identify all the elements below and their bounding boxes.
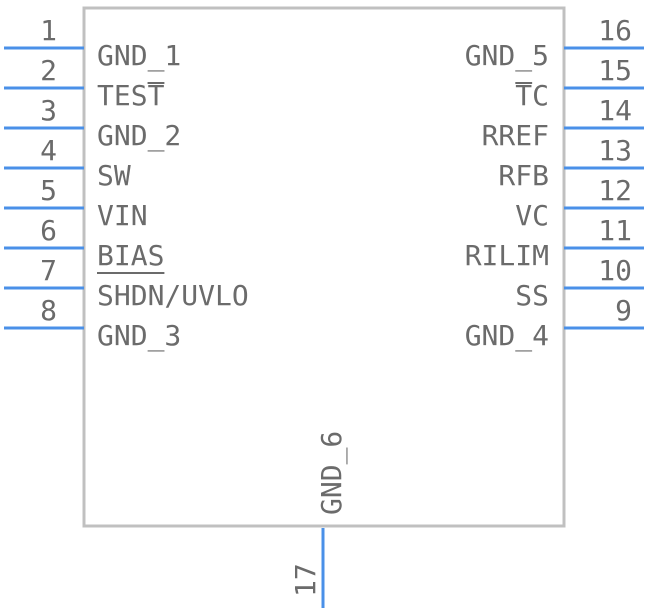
pin-15-name: TC [515,79,549,112]
pin-14-number: 14 [598,94,632,127]
pin-12-name: VC [515,199,549,232]
pin-3-number: 3 [40,94,57,127]
pin-2-name: TEST [97,79,165,112]
pin-4-number: 4 [40,134,57,167]
pin-17-number: 17 [289,563,322,597]
pin-8-name: GND_3 [97,319,181,353]
pin-10-number: 10 [598,254,632,287]
pin-5-number: 5 [40,174,57,207]
pin-9-name: GND_4 [465,319,549,353]
pin-9-number: 9 [615,294,632,327]
pin-2-number: 2 [40,54,57,87]
pin-4-name: SW [97,159,131,192]
pin-1-number: 1 [40,14,57,47]
pin-11-name: RILIM [465,239,549,272]
pin-12-number: 12 [598,174,632,207]
pin-13-number: 13 [598,134,632,167]
pin-8-number: 8 [40,294,57,327]
pin-6-number: 6 [40,214,57,247]
pin-16-name: GND_5 [465,39,549,73]
pin-1-name: GND_1 [97,39,181,73]
left-pin-group: 1GND_12TEST3GND_24SW5VIN6BIAS7SHDN/UVLO8… [4,14,249,353]
pin-17-name: GND_6 [315,431,349,515]
pin-11-number: 11 [598,214,632,247]
pin-5-name: VIN [97,199,148,232]
pin-14-name: RREF [482,119,549,152]
component-body [82,6,566,528]
pin-15-number: 15 [598,54,632,87]
pin-16-number: 16 [598,14,632,47]
pin-3-name: GND_2 [97,119,181,153]
pin-17-gnd-6: 17 GND_6 [289,431,349,608]
pin-7-name: SHDN/UVLO [97,279,249,312]
bottom-pin-group: 17 GND_6 [289,431,349,608]
pin-13-name: RFB [498,159,549,192]
pin-7-number: 7 [40,254,57,287]
pin-6-name: BIAS [97,239,164,272]
pin-4-sw: 4SW [4,134,131,192]
pin-10-name: SS [515,279,549,312]
